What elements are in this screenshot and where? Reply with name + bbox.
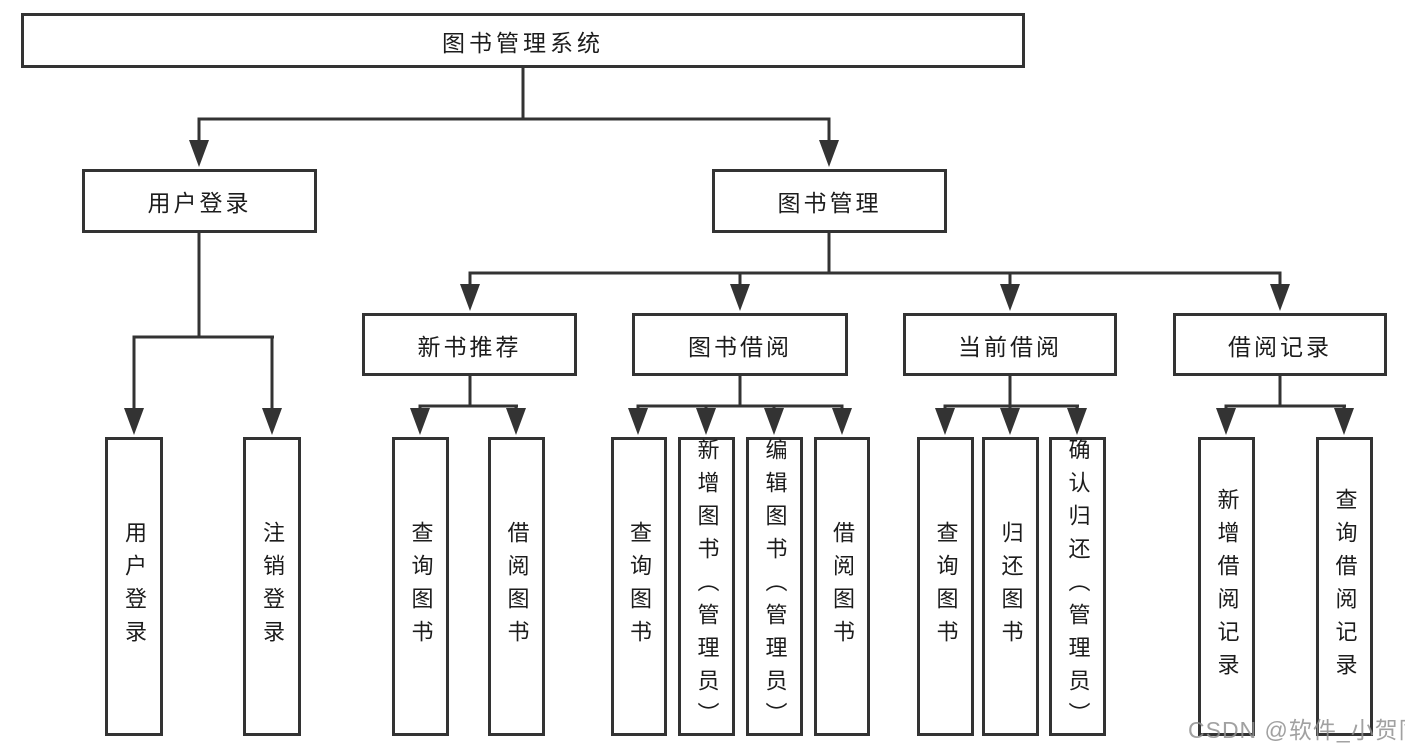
node-borrowing-records-label: 借阅记录 xyxy=(1228,333,1332,360)
leaf-logout-label: 注销登录 xyxy=(260,520,285,653)
arrowheads xyxy=(124,140,1354,435)
leaf-search-books-recommend-label: 查询图书 xyxy=(408,520,434,653)
node-book-borrowing-label: 图书借阅 xyxy=(688,333,792,360)
node-new-book-recommendation-label: 新书推荐 xyxy=(417,333,522,360)
leaf-add-borrow-record-label: 新增借阅记录 xyxy=(1214,487,1240,686)
csdn-watermark: CSDN @软件_小贺同学 xyxy=(1188,717,1405,743)
node-root-label: 图书管理系统 xyxy=(442,29,604,56)
node-root: 图书管理系统 xyxy=(21,13,1025,68)
leaf-borrow-books-recommend-label: 借阅图书 xyxy=(504,520,530,653)
leaf-borrow-books: 借阅图书 xyxy=(814,437,870,736)
leaf-borrow-books-label: 借阅图书 xyxy=(830,520,855,653)
node-book-management-label: 图书管理 xyxy=(777,190,882,216)
leaf-return-books: 归还图书 xyxy=(982,437,1039,736)
leaf-borrow-books-recommend: 借阅图书 xyxy=(488,437,545,736)
node-user-login-label: 用户登录 xyxy=(147,190,252,216)
leaf-edit-book-admin: 编辑图书（管理员） xyxy=(746,437,803,736)
leaf-return-books-label: 归还图书 xyxy=(998,520,1024,653)
leaf-logout: 注销登录 xyxy=(243,437,301,736)
leaf-search-books-recommend: 查询图书 xyxy=(392,437,449,736)
leaf-search-books-borrowing-label: 查询图书 xyxy=(627,520,652,653)
node-user-login: 用户登录 xyxy=(82,169,317,233)
leaf-search-books-borrowing: 查询图书 xyxy=(611,437,667,736)
leaf-search-borrow-record: 查询借阅记录 xyxy=(1316,437,1373,736)
node-book-borrowing: 图书借阅 xyxy=(632,313,848,376)
leaf-edit-book-admin-label: 编辑图书（管理员） xyxy=(762,438,788,735)
leaf-search-borrow-record-label: 查询借阅记录 xyxy=(1332,487,1358,686)
leaf-add-book-admin-label: 新增图书（管理员） xyxy=(694,438,720,735)
leaf-add-book-admin: 新增图书（管理员） xyxy=(678,437,735,736)
node-current-borrowing: 当前借阅 xyxy=(903,313,1117,376)
node-current-borrowing-label: 当前借阅 xyxy=(958,333,1062,360)
node-new-book-recommendation: 新书推荐 xyxy=(362,313,577,376)
node-book-management: 图书管理 xyxy=(712,169,947,233)
leaf-user-login: 用户登录 xyxy=(105,437,163,736)
leaf-search-books-current-label: 查询图书 xyxy=(933,520,959,653)
leaf-confirm-return-admin-label: 确认归还（管理员） xyxy=(1065,438,1091,735)
leaf-add-borrow-record: 新增借阅记录 xyxy=(1198,437,1255,736)
leaf-user-login-label: 用户登录 xyxy=(122,520,147,653)
leaf-confirm-return-admin: 确认归还（管理员） xyxy=(1049,437,1106,736)
node-borrowing-records: 借阅记录 xyxy=(1173,313,1387,376)
leaf-search-books-current: 查询图书 xyxy=(917,437,974,736)
